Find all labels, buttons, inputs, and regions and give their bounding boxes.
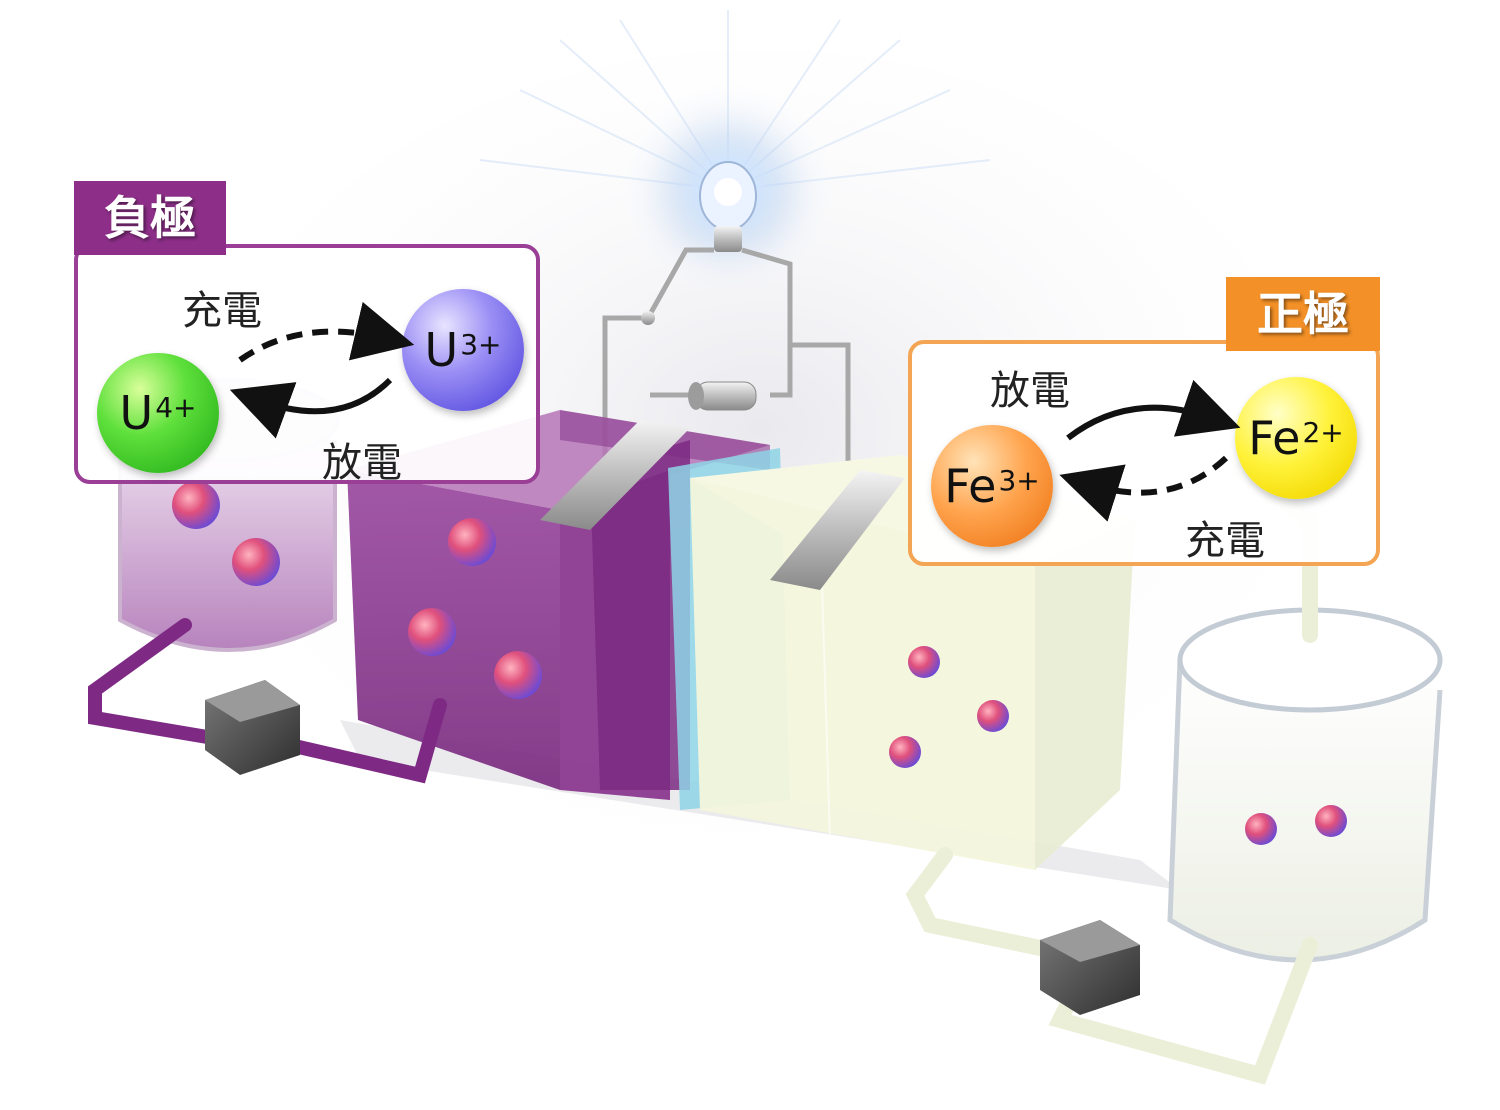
positive-charge-label: 充電	[1185, 518, 1265, 564]
particle	[494, 651, 542, 699]
particle	[408, 608, 456, 656]
ion-charge: 4+	[155, 390, 197, 424]
particle	[889, 736, 921, 768]
particle	[977, 700, 1009, 732]
particle	[172, 481, 220, 529]
ion-symbol: Fe	[1248, 411, 1301, 465]
light-bulb	[699, 161, 757, 252]
ion-charge: 3+	[460, 327, 502, 361]
negative-pump	[205, 680, 300, 775]
particle	[908, 646, 940, 678]
ion-symbol: U	[119, 386, 154, 440]
negative-electrode-tag: 負極	[74, 181, 226, 255]
negative-discharge-label: 放電	[322, 440, 402, 486]
negative-electrode-plate	[540, 420, 690, 530]
particle	[1315, 805, 1347, 837]
ion-particles	[172, 481, 1347, 845]
ion-symbol: U	[424, 323, 459, 377]
positive-electrode-plate	[770, 470, 905, 590]
particle	[232, 538, 280, 586]
particle	[448, 518, 496, 566]
positive-tank	[1167, 607, 1443, 963]
ion-symbol: Fe	[944, 459, 997, 513]
ion-charge: 3+	[998, 463, 1040, 497]
positive-pump	[1040, 920, 1140, 1015]
resistor	[688, 381, 757, 411]
particle	[1245, 813, 1277, 845]
negative-charge-label: 充電	[182, 288, 262, 334]
switch-joint	[641, 311, 655, 325]
negative-pipes	[88, 618, 447, 784]
positive-electrode-tag: 正極	[1226, 277, 1380, 351]
positive-discharge-label: 放電	[990, 368, 1070, 414]
ion-charge: 2+	[1302, 415, 1344, 449]
